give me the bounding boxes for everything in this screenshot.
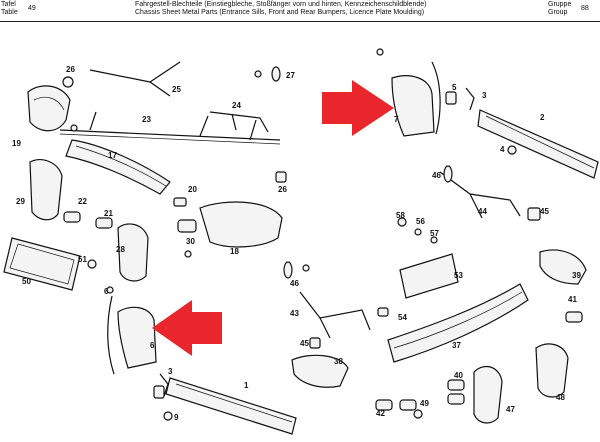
wheel-arch-panel-6 [107,295,157,375]
callout-37: 37 [452,341,461,350]
tafel-label: Tafel [1,1,16,8]
callout-6-top: 6 [104,287,109,296]
red-arrow-part-6 [152,300,222,356]
callout-26: 26 [66,65,75,74]
table-label: Table [1,9,18,16]
small-parts-left-bottom [106,286,173,421]
bracket-24 [209,111,269,133]
callout-38: 38 [334,357,343,366]
entrance-sill-1 [165,377,297,435]
rear-bumper-bar-37 [387,283,529,363]
exploded-parts-diagram: 26 25 27 24 23 19 17 26 29 22 20 21 30 2… [3,48,599,435]
callout-53: 53 [454,271,463,280]
callout-25: 25 [172,85,181,94]
small-parts-rear [375,311,583,419]
callout-21: 21 [104,209,113,218]
callout-24: 24 [232,101,241,110]
callout-46b: 46 [290,279,299,288]
callout-4: 4 [500,145,505,154]
callout-43: 43 [290,309,299,318]
callout-18: 18 [230,247,239,256]
callout-1: 1 [244,381,249,390]
overrider-48 [535,343,569,398]
header-rule [0,21,600,22]
red-arrow-part-7 [322,80,394,136]
callout-50: 50 [22,277,31,286]
bracket-44 [439,171,521,219]
callout-41: 41 [568,295,577,304]
small-parts-centre [283,261,389,349]
callout-26b: 26 [278,185,287,194]
callout-2: 2 [540,113,545,122]
rear-bumper-end-39 [539,249,587,285]
front-bumper-bracket-23 [59,111,281,145]
callout-30: 30 [186,237,195,246]
callout-46: 46 [432,171,441,180]
page-header: Tafel Table 49 Fahrgestell-Blechteile (E… [0,0,600,22]
page-number: 49 [28,5,36,12]
callout-5: 5 [452,83,457,92]
licence-plate-moulding-53 [399,253,459,299]
front-bumper-end-19 [27,85,71,132]
rear-bumper-end-38 [291,354,349,388]
bracket-43 [299,291,371,339]
licence-plate-moulding-50 [3,237,81,291]
callout-7: 7 [394,115,399,124]
callout-20: 20 [188,185,197,194]
wheel-arch-panel-7 [391,61,441,137]
callout-3b: 3 [168,367,173,376]
group-number: 88 [581,5,589,12]
callout-48: 48 [556,393,565,402]
overrider-29 [29,159,63,221]
small-parts-front [62,66,287,269]
callout-22: 22 [78,197,87,206]
callout-49: 49 [420,399,429,408]
callout-57: 57 [430,229,439,238]
callout-47: 47 [506,405,515,414]
callout-45: 45 [540,207,549,216]
entrance-sill-2 [477,109,599,179]
callout-28: 28 [116,245,125,254]
callout-29: 29 [16,197,25,206]
overrider-28 [117,223,149,282]
bracket-25 [89,61,181,97]
title-german: Fahrgestell-Blechteile (Einstiegbleche, … [135,1,427,8]
title-english: Chassis Sheet Metal Parts (Entrance Sill… [135,9,425,16]
callout-45b: 45 [300,339,309,348]
callout-40: 40 [454,371,463,380]
callout-51: 51 [78,255,87,264]
small-parts-right-top [376,48,517,155]
bumper-end-18 [199,201,283,248]
callout-58: 58 [396,211,405,220]
small-parts-right-mid [397,165,541,244]
callout-56: 56 [416,217,425,226]
overrider-47 [473,365,503,424]
callout-19: 19 [12,139,21,148]
callout-23: 23 [142,115,151,124]
callout-9: 9 [174,413,179,422]
front-bumper-bar-17 [65,139,171,195]
callout-3: 3 [482,91,487,100]
gruppe-label: Gruppe [548,1,572,8]
callout-27: 27 [286,71,295,80]
callout-44: 44 [478,207,487,216]
callout-42: 42 [376,409,385,418]
callout-39: 39 [572,271,581,280]
callout-54: 54 [398,313,407,322]
callout-17: 17 [108,151,117,160]
callout-6: 6 [150,341,155,350]
group-label: Group [548,9,568,16]
